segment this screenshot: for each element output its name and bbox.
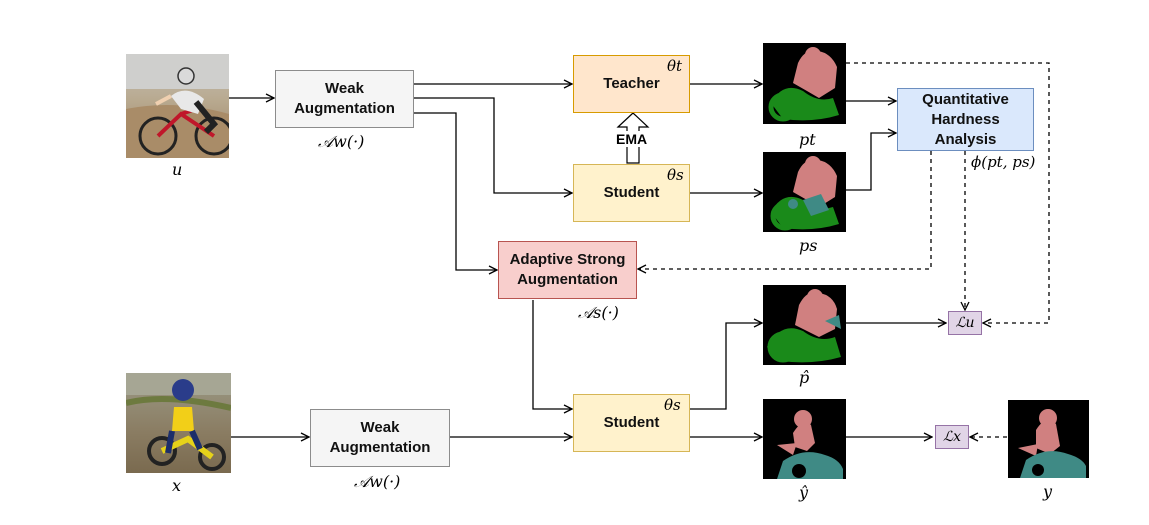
label-u: u (172, 160, 183, 179)
student-top-label: Student (603, 184, 660, 201)
arrow-weak-to-student (414, 97, 572, 193)
theta-s-top-label: θs (667, 166, 684, 184)
weak-augmentation-top-label: Weak Augmentation (294, 80, 395, 117)
student-bottom-label: Student (603, 414, 660, 431)
teacher-box: Teacher (573, 55, 690, 113)
hardness-analysis-label: Quantitative Hardness Analysis (922, 90, 1009, 148)
label-as: 𝒜s(·) (578, 303, 619, 322)
mask-y (1008, 400, 1089, 478)
label-aw-top: 𝒜w(·) (318, 132, 365, 151)
mask-p-hat (763, 285, 846, 365)
label-p-hat: p̂ (799, 368, 810, 387)
student-bottom-box: Student (573, 394, 690, 452)
dashed-pt-to-lu (846, 62, 1050, 323)
arrow-strong-to-student (532, 300, 572, 409)
adaptive-strong-augmentation-box: Adaptive Strong Augmentation (498, 241, 637, 299)
loss-u-box: ℒu (948, 311, 982, 335)
theta-t-label: θt (667, 57, 683, 75)
label-ps: ps (799, 236, 818, 255)
label-y: y (1043, 482, 1053, 501)
arrow-weak-to-strong (414, 112, 497, 270)
label-x: x (172, 476, 182, 495)
label-pt: pt (799, 130, 816, 149)
ema-arrow (616, 112, 650, 164)
label-phi: ϕ(pt, ps) (971, 153, 1036, 171)
ema-label: EMA (615, 131, 649, 147)
mask-y-hat (763, 399, 846, 479)
mask-ps (763, 152, 846, 232)
weak-augmentation-top-box: Weak Augmentation (275, 70, 414, 128)
mask-pt (763, 43, 846, 124)
arrow-student-to-phat (690, 323, 762, 410)
student-top-box: Student (573, 164, 690, 222)
weak-augmentation-bottom-box: Weak Augmentation (310, 409, 450, 467)
theta-s-bottom-label: θs (664, 396, 681, 414)
loss-x-label: ℒx (943, 429, 961, 445)
hardness-analysis-box: Quantitative Hardness Analysis (897, 88, 1034, 151)
dashed-hardness-to-strong (638, 151, 932, 269)
label-aw-bottom: 𝒜w(·) (354, 472, 401, 491)
weak-augmentation-bottom-label: Weak Augmentation (329, 419, 431, 456)
input-image-u (126, 54, 229, 158)
adaptive-strong-augmentation-label: Adaptive Strong Augmentation (509, 251, 626, 288)
loss-x-box: ℒx (935, 425, 969, 449)
arrow-ps-to-hardness (846, 133, 896, 191)
loss-u-label: ℒu (955, 315, 975, 331)
teacher-label: Teacher (603, 75, 660, 92)
label-y-hat: ŷ (799, 483, 809, 502)
input-image-x (126, 373, 231, 473)
